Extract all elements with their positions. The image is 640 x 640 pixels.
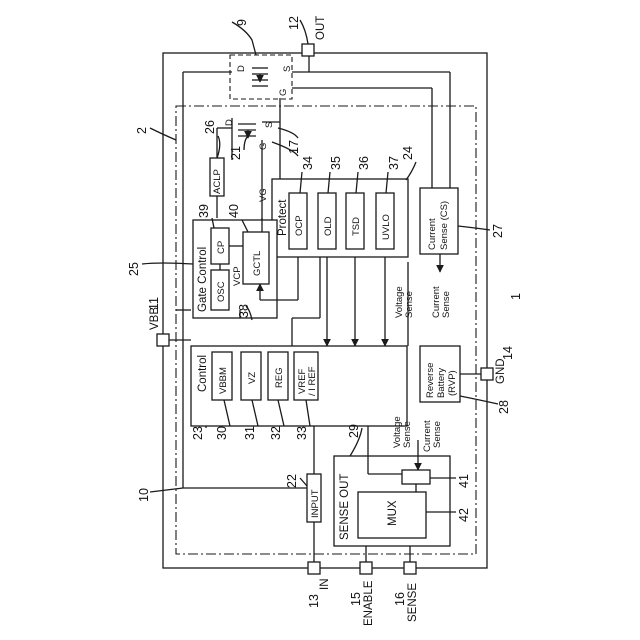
t9-d: D	[236, 65, 247, 72]
input-label: INPUT	[310, 489, 321, 518]
vbbm-label: VBBM	[218, 367, 229, 394]
gate-control-label: Gate Control	[197, 247, 209, 312]
mux-label: MUX	[387, 500, 399, 526]
ref-31: 31	[243, 426, 257, 440]
vs-label-2: Sense	[404, 291, 415, 318]
cs-line1: Current	[427, 218, 438, 250]
vz-label: VZ	[247, 372, 258, 384]
cp-label: CP	[216, 241, 227, 254]
ref-16: 16	[393, 592, 407, 606]
pin-in-label: IN	[319, 579, 331, 591]
pin-sense	[404, 562, 416, 574]
t21-s: S	[264, 122, 275, 128]
pin-enable	[360, 562, 372, 574]
vcp-label: VCP	[232, 266, 243, 286]
ref-12: 12	[287, 16, 301, 30]
tsd-label: TSD	[351, 217, 362, 236]
old-label: OLD	[323, 216, 334, 236]
ref-39: 39	[197, 204, 211, 218]
ref-29: 29	[347, 424, 361, 438]
switch-41	[402, 470, 430, 484]
ref-27: 27	[491, 224, 505, 238]
pin-gnd-label: GND	[495, 358, 507, 384]
gctl-label: GCTL	[252, 251, 263, 276]
cs-line2: Sense (CS)	[439, 201, 450, 250]
pin-gnd	[481, 368, 493, 380]
t21-d: D	[224, 119, 235, 126]
ref-41: 41	[457, 474, 471, 488]
rev-line2: Battery	[436, 368, 447, 398]
ref-32: 32	[269, 426, 283, 440]
ref-26: 26	[203, 120, 217, 134]
ref-42: 42	[457, 508, 471, 522]
ref-40: 40	[227, 204, 241, 218]
ref-33: 33	[295, 426, 309, 440]
ref-30: 30	[215, 426, 229, 440]
ref-13: 13	[307, 594, 321, 608]
pin-vbb	[157, 334, 169, 346]
osc-label: OSC	[216, 281, 227, 302]
iref-label: / I REF	[307, 366, 318, 396]
rev-line1: Reverse	[425, 363, 436, 398]
ref-24: 24	[401, 146, 415, 160]
ref-14: 14	[501, 346, 515, 360]
ref-37: 37	[387, 156, 401, 170]
ref-35: 35	[329, 156, 343, 170]
aclp-label: ACLP	[212, 169, 223, 194]
vs2-label-2: Sense	[402, 421, 413, 448]
pin-sense-label: SENSE	[407, 583, 419, 622]
pin-in	[308, 562, 320, 574]
ref-21: 21	[229, 146, 243, 160]
pin-out	[302, 44, 314, 56]
t21-g: G	[258, 143, 269, 150]
vg-label: VG	[258, 188, 269, 202]
ref-10: 10	[137, 488, 151, 502]
transistor-21-symbol	[238, 124, 256, 138]
reg-label: REG	[274, 367, 285, 388]
cs-label-2: Sense	[441, 291, 452, 318]
t9-g: G	[278, 89, 289, 96]
ref-36: 36	[357, 156, 371, 170]
protect-label: Protect	[277, 199, 289, 236]
sense-out-label: SENSE OUT	[339, 474, 351, 540]
rev-line3: (RVP)	[447, 370, 458, 396]
ref-2: 2	[135, 127, 149, 134]
ref-1: 1	[509, 293, 523, 300]
t9-s: S	[282, 66, 293, 72]
ref-22: 22	[285, 474, 299, 488]
pin-out-label: OUT	[315, 16, 327, 40]
ocp-label: OCP	[294, 215, 305, 236]
cs2-label-2: Sense	[432, 421, 443, 448]
control-label: Control	[197, 355, 209, 392]
uvlo-label: UVLO	[381, 214, 392, 240]
transistor-9-symbol	[252, 68, 268, 86]
pin-enable-label: ENABLE	[363, 580, 375, 626]
ref-23: 23	[191, 426, 205, 440]
ref-15: 15	[349, 592, 363, 606]
ref-11: 11	[147, 297, 161, 310]
ref-34: 34	[301, 156, 315, 170]
ref-25: 25	[127, 262, 141, 276]
ref-28: 28	[497, 400, 511, 414]
